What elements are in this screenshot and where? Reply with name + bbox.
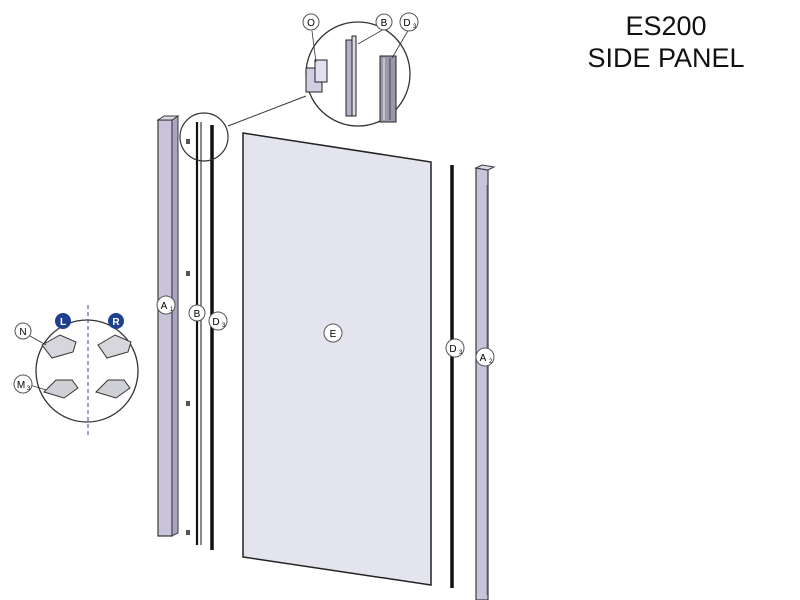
tag-right: R — [108, 313, 124, 329]
svg-text:M: M — [17, 380, 25, 391]
label-cap-m: M 3 — [13, 374, 33, 394]
svg-text:3: 3 — [27, 386, 31, 392]
label-seal-right: D 3 — [445, 338, 465, 358]
svg-text:A: A — [161, 301, 168, 312]
svg-text:A: A — [480, 353, 487, 364]
svg-text:R: R — [112, 317, 120, 328]
title-model: ES200 — [625, 11, 707, 41]
profile-detail-callout — [179, 21, 411, 162]
svg-text:B: B — [194, 309, 201, 320]
label-detail-o: O — [302, 13, 320, 31]
label-wall-profile-left: A 1 — [156, 295, 176, 315]
svg-text:E: E — [330, 329, 337, 340]
svg-text:L: L — [60, 317, 66, 328]
glass-panel — [242, 132, 432, 586]
svg-text:N: N — [19, 327, 26, 338]
svg-text:D: D — [449, 344, 456, 355]
svg-text:O: O — [307, 18, 315, 29]
wall-profile-left — [156, 115, 180, 537]
label-detail-d: D 3 — [399, 12, 419, 32]
svg-text:3: 3 — [459, 350, 463, 356]
label-magnet-strip: B — [188, 304, 206, 322]
wall-profile-right — [474, 164, 496, 600]
label-wall-profile-right: A 2 — [475, 347, 495, 367]
label-seal-left: D 3 — [208, 311, 228, 331]
svg-text:3: 3 — [222, 323, 226, 329]
svg-text:1: 1 — [170, 307, 174, 313]
label-glass: E — [323, 323, 343, 343]
magnet-strip — [195, 122, 202, 545]
brackets — [186, 139, 190, 535]
svg-text:D: D — [403, 18, 410, 29]
svg-text:D: D — [212, 317, 219, 328]
title-subtitle: SIDE PANEL — [587, 43, 745, 73]
diagram-title: ES200 SIDE PANEL — [566, 10, 766, 74]
caps-callout — [29, 305, 139, 435]
label-cap-n: N — [14, 322, 32, 340]
tag-left: L — [55, 313, 71, 329]
svg-text:2: 2 — [489, 359, 493, 365]
svg-text:3: 3 — [413, 24, 417, 30]
svg-text:B: B — [381, 18, 388, 29]
label-detail-b: B — [375, 13, 393, 31]
